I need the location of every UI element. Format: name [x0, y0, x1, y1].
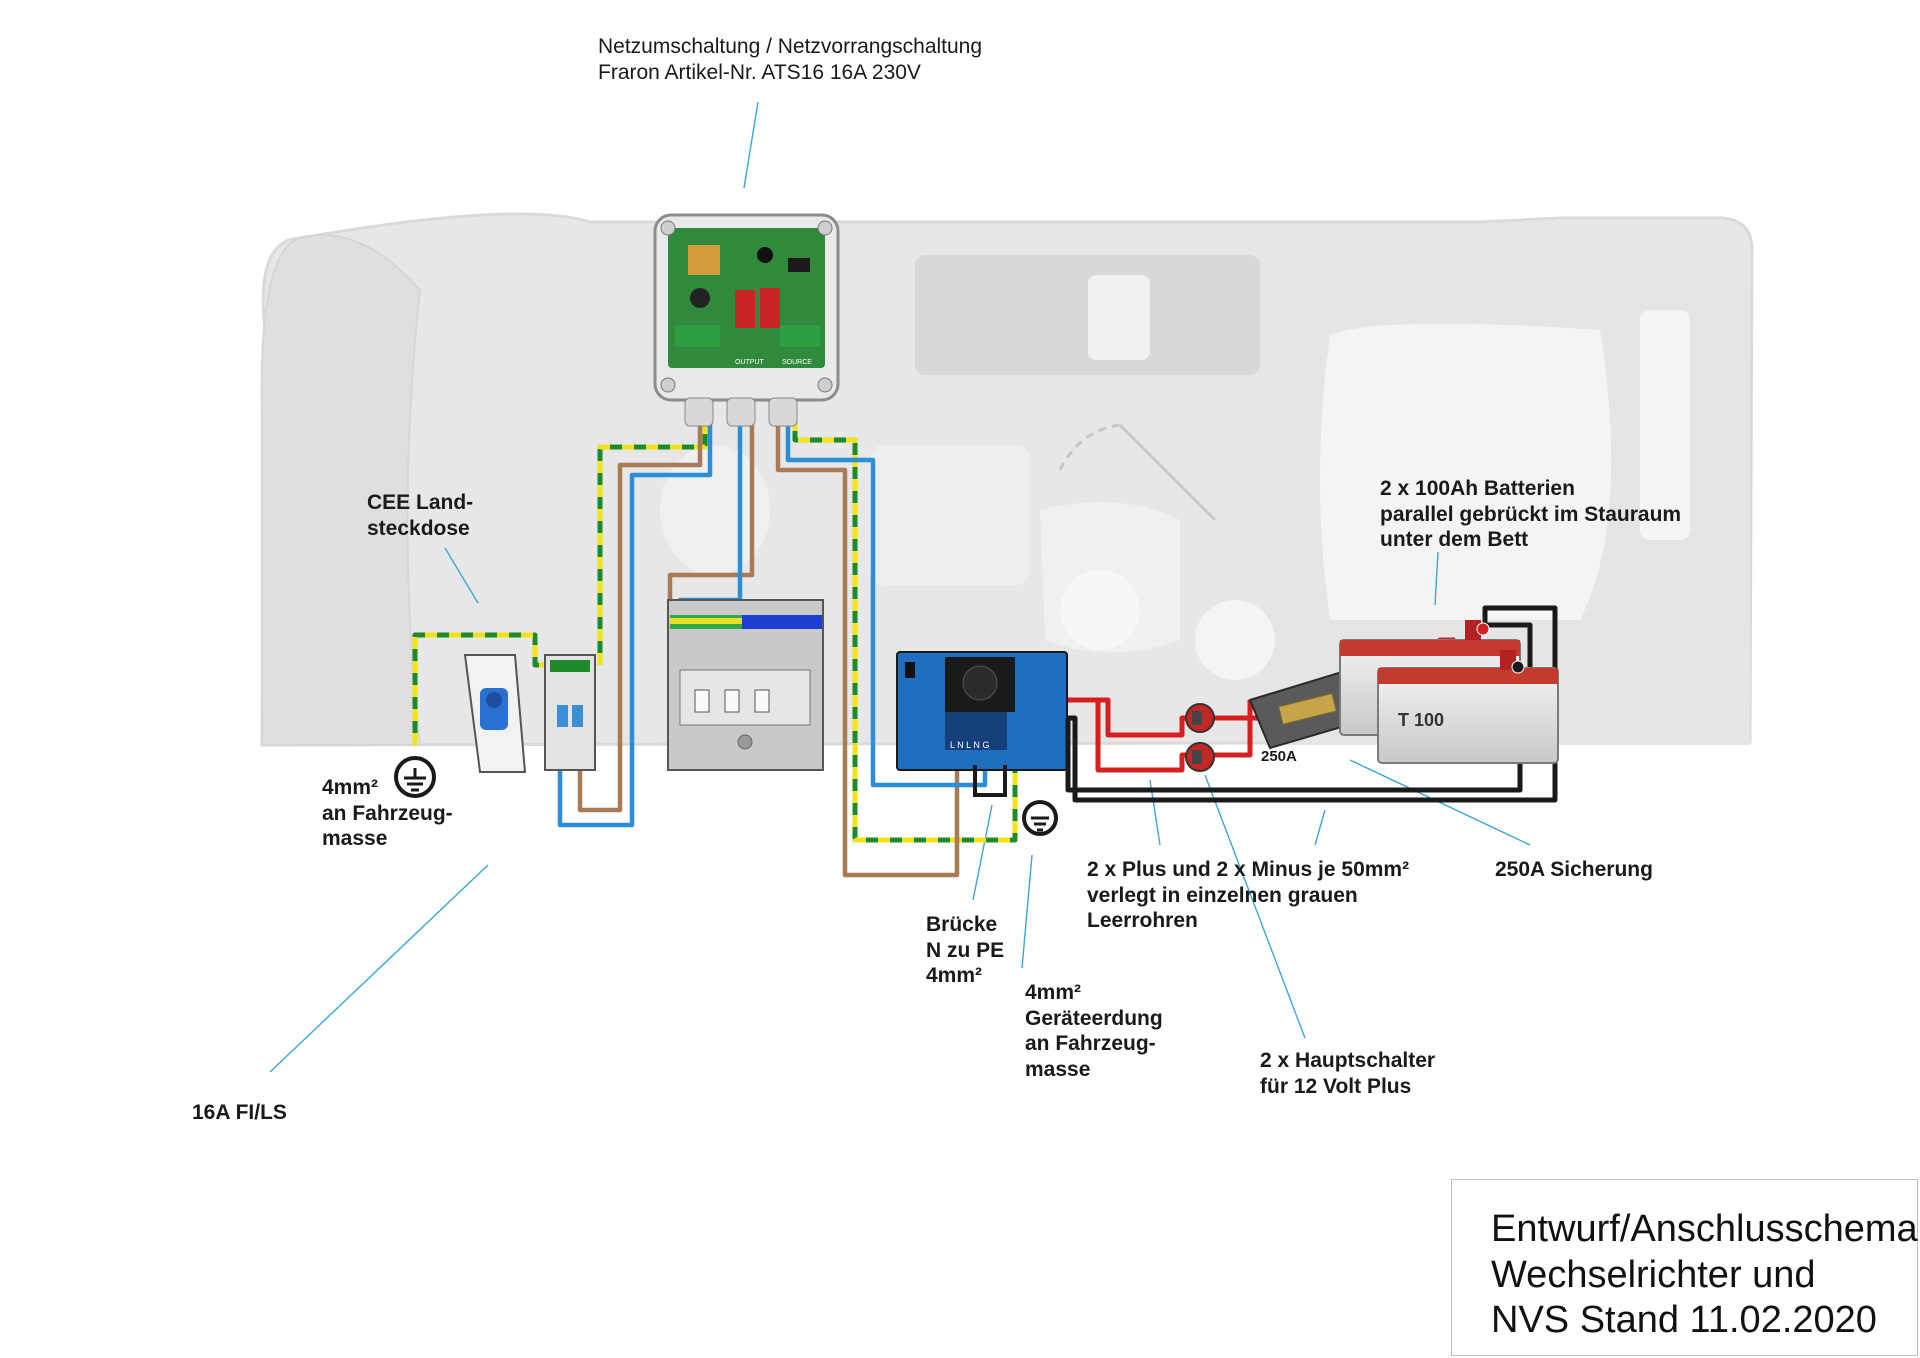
leader-cable-2: [1314, 809, 1326, 846]
live-cable-3: [775, 395, 960, 878]
title-block: Entwurf/Anschlusschema Wechselrichter un…: [1451, 1179, 1918, 1356]
ats-relay-2: [760, 288, 780, 328]
ats-capacitor-2: [757, 247, 773, 263]
ats-screw-1: [660, 220, 676, 236]
label-batteries: 2 x 100Ah Batterien parallel gebrückt im…: [1380, 477, 1682, 552]
distribution-breaker-3: [754, 689, 770, 713]
distribution-box: [667, 599, 824, 771]
label-fuse: 250A Sicherung: [1495, 858, 1653, 881]
inverter-switch: [905, 662, 915, 678]
ats-transformer: [688, 245, 720, 275]
sink: [1088, 275, 1150, 360]
live-cable-1: [577, 395, 703, 813]
npe-bridge: [973, 765, 1007, 797]
rcbo-breaker: [544, 654, 596, 771]
ac-wiring: [412, 395, 1018, 878]
label-fuse-tag: 250A: [1261, 748, 1297, 765]
ats-terminal-block-left: [675, 325, 720, 347]
leader-rcbo: [269, 864, 489, 1073]
distribution-breaker-1: [694, 689, 710, 713]
ats-terminal-output: OUTPUT: [735, 359, 765, 366]
fuse-link: [1278, 692, 1337, 725]
leader-batteries: [1434, 551, 1439, 606]
distribution-breaker-2: [724, 689, 740, 713]
neutral-cable-3: [785, 395, 988, 788]
battery-2: T 100: [1377, 650, 1559, 764]
inverter-terminal-strip: [945, 712, 1007, 750]
leader-lines: [269, 101, 1531, 1073]
leader-bridge: [972, 804, 993, 901]
leader-switches: [1204, 774, 1306, 1039]
rcbo-top-bar: [550, 660, 590, 672]
ats-terminal-source: SOURCE: [782, 359, 812, 366]
rcbo-toggle-1: [557, 705, 568, 727]
fuse-holder: [1248, 666, 1367, 750]
battery-minus-terminal: [1511, 660, 1525, 674]
vehicle-cab: [260, 234, 422, 746]
label-rcbo: 16A FI/LS: [192, 1101, 287, 1124]
inverter-terminal-labels: L N L N G: [950, 740, 989, 750]
seat-front-left: [660, 445, 770, 575]
inverter: L N L N G: [896, 651, 1068, 771]
ats-terminal-block-right: [780, 325, 820, 347]
battery-type-tag: T 100: [1398, 710, 1444, 730]
ats-screw-3: [660, 377, 676, 393]
ats-screw-2: [817, 220, 833, 236]
shower-drain: [1195, 600, 1275, 680]
cee-socket-plug-face: [486, 692, 502, 708]
label-ground-inverter: 4mm² Geräteerdung an Fahrzeug- masse: [1025, 981, 1163, 1081]
ats-capacitor-1: [690, 288, 710, 308]
ats-gland-3: [768, 397, 798, 427]
label-cee-socket: CEE Land- steckdose: [367, 491, 474, 540]
distribution-pe-bar-stripe: [670, 618, 742, 624]
ats-chip: [788, 258, 810, 272]
inverter-outlet: [962, 665, 998, 701]
bed-side: [1640, 310, 1690, 540]
leader-ground-inv: [1021, 854, 1033, 969]
door-arc: [1058, 423, 1121, 471]
main-switch-1: [1185, 703, 1215, 733]
ats-switch-box: OUTPUT SOURCE: [653, 213, 840, 427]
dc-minus-cable-1: [1068, 605, 1558, 803]
label-main-switches: 2 x Hauptschalter für 12 Volt Plus: [1260, 1049, 1436, 1098]
distribution-n-bar: [742, 615, 822, 629]
label-ats-title: Netzumschaltung / Netzvorrangschaltung F…: [598, 35, 983, 84]
door-line: [1118, 423, 1217, 522]
neutral-cable-1: [557, 395, 713, 828]
ats-screw-4: [817, 377, 833, 393]
kitchen-unit: [915, 255, 1260, 375]
leader-cee: [444, 547, 479, 604]
cab-rear-seat: [870, 445, 1030, 585]
main-switch-2: [1185, 742, 1215, 772]
label-ground-left: 4mm² an Fahrzeug- masse: [322, 776, 453, 851]
rcbo-toggle-2: [572, 705, 583, 727]
ground-symbol-left: [394, 756, 436, 798]
bed-pillow: [1320, 323, 1612, 620]
distribution-cover-screw: [737, 734, 753, 750]
battery-plus-terminal: [1476, 622, 1490, 636]
title-block-text: Entwurf/Anschlusschema Wechselrichter un…: [1491, 1208, 1918, 1342]
rcbo-housing: [544, 654, 596, 771]
leader-ats: [743, 101, 759, 189]
vehicle-floorplan: [260, 212, 1754, 747]
label-bridge: Brücke N zu PE 4mm²: [926, 913, 1005, 988]
dc-plus-cable-2: [1068, 697, 1253, 773]
ats-gland-2: [726, 397, 756, 427]
toilet-bowl: [1060, 570, 1140, 650]
ats-gland-1: [684, 397, 714, 427]
cee-socket: [463, 654, 527, 773]
ground-symbol-inverter: [1022, 800, 1058, 836]
ats-relay-1: [735, 290, 755, 328]
label-cables: 2 x Plus und 2 x Minus je 50mm² verlegt …: [1087, 858, 1410, 933]
